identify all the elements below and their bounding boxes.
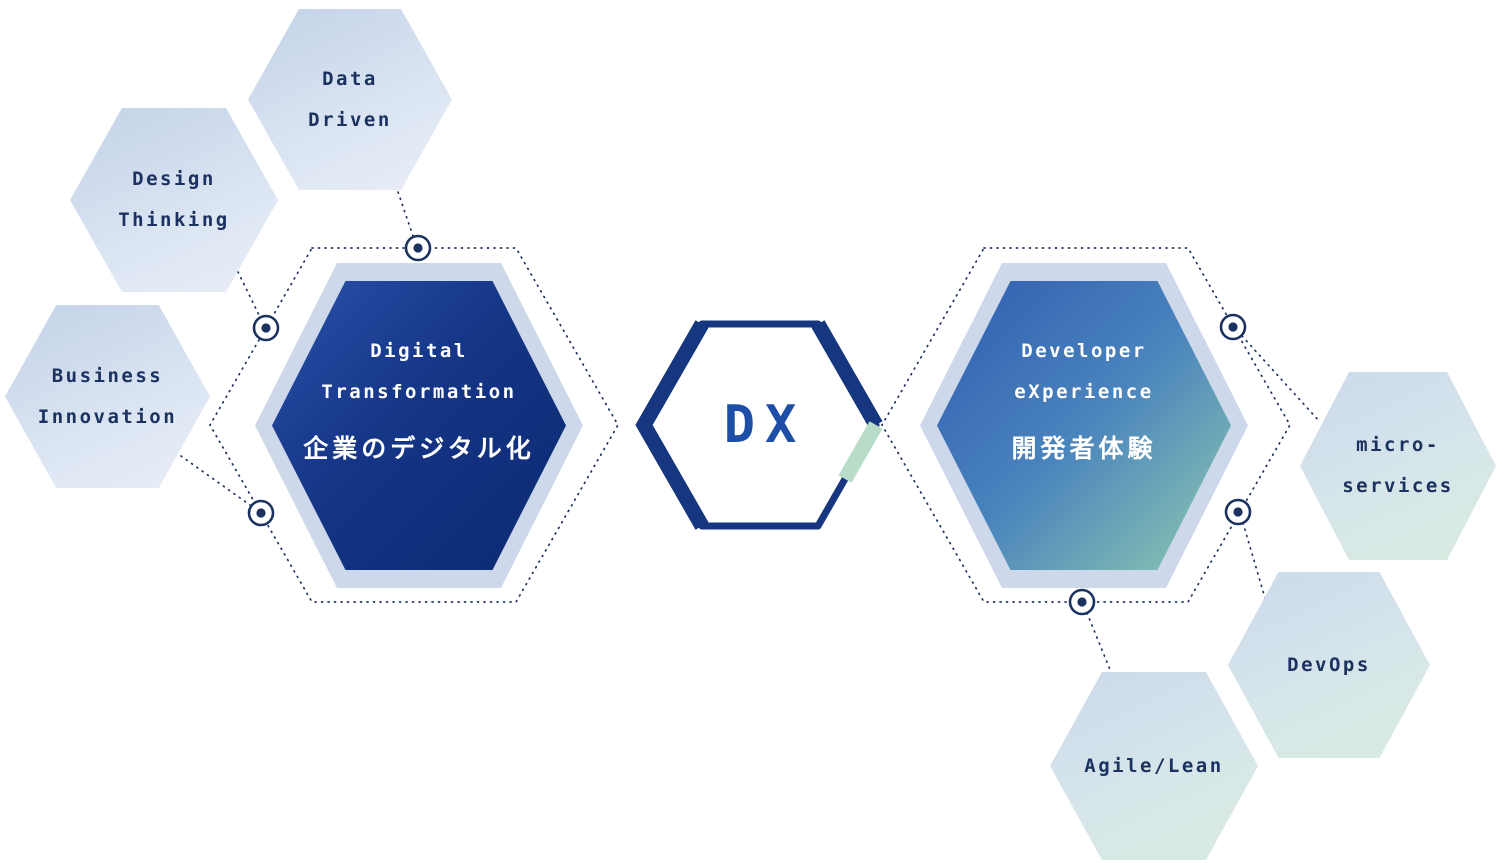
hexagon-developer-experience-frame: Developer eXperience 開発者体験 bbox=[920, 263, 1248, 588]
hexagon-label: DevOps bbox=[1287, 645, 1371, 686]
core-title-line: Digital bbox=[370, 339, 468, 362]
core-title-line: Transformation bbox=[321, 380, 517, 403]
connector-line-agile-lean bbox=[1086, 612, 1114, 678]
connector-node bbox=[1068, 588, 1096, 616]
connector-node bbox=[404, 234, 432, 262]
label-line: Business bbox=[51, 364, 164, 387]
label-line: Driven bbox=[308, 108, 392, 131]
core-title-line: Developer bbox=[1021, 339, 1147, 362]
hexagon-business-innovation: Business Innovation bbox=[5, 305, 210, 488]
label-line: Agile/Lean bbox=[1084, 754, 1224, 777]
core-title: Developer eXperience bbox=[1014, 331, 1153, 413]
label-line: Design bbox=[132, 168, 216, 190]
label-line: micro- bbox=[1356, 434, 1440, 456]
hexagon-developer-experience: Developer eXperience 開発者体験 bbox=[937, 281, 1231, 570]
hexagon-devops: DevOps bbox=[1228, 572, 1430, 758]
connector-node bbox=[252, 314, 280, 342]
connector-line-data-driven bbox=[395, 185, 414, 237]
core-title-line: eXperience bbox=[1014, 380, 1154, 403]
dx-center-label: DX bbox=[723, 395, 807, 455]
hexagon-digital-transformation-frame: Digital Transformation 企業のデジタル化 bbox=[255, 263, 583, 588]
core-title: Digital Transformation bbox=[321, 331, 516, 413]
hexagon-microservices: micro- services bbox=[1300, 372, 1496, 560]
label-line: Innovation bbox=[37, 405, 178, 428]
core-subtitle-japanese: 開発者体験 bbox=[1011, 433, 1157, 463]
hexagon-label: Business Innovation bbox=[38, 356, 177, 438]
connector-node bbox=[1224, 498, 1252, 526]
label-line: services bbox=[1342, 475, 1454, 497]
label-line: Thinking bbox=[118, 209, 230, 231]
hexagon-label: micro- services bbox=[1342, 425, 1454, 507]
connector-line-design-thinking bbox=[237, 271, 261, 318]
label-line: Data bbox=[322, 67, 378, 90]
hexagon-agile-lean: Agile/Lean bbox=[1050, 672, 1258, 860]
label-line: DevOps bbox=[1287, 653, 1371, 676]
hexagon-label: Design Thinking bbox=[118, 159, 230, 241]
hexagon-label: Agile/Lean bbox=[1084, 746, 1223, 787]
hexagon-design-thinking: Design Thinking bbox=[70, 108, 278, 292]
hexagon-data-driven: Data Driven bbox=[248, 9, 452, 190]
connector-line-microservices bbox=[1241, 335, 1321, 423]
connector-node bbox=[247, 499, 275, 527]
core-subtitle-japanese: 企業のデジタル化 bbox=[303, 433, 535, 463]
connector-line-devops bbox=[1242, 522, 1266, 599]
hexagon-digital-transformation: Digital Transformation 企業のデジタル化 bbox=[272, 281, 566, 570]
connector-line-business-innovation bbox=[180, 455, 251, 506]
hexagon-label: Data Driven bbox=[308, 59, 392, 141]
connector-node bbox=[1219, 313, 1247, 341]
